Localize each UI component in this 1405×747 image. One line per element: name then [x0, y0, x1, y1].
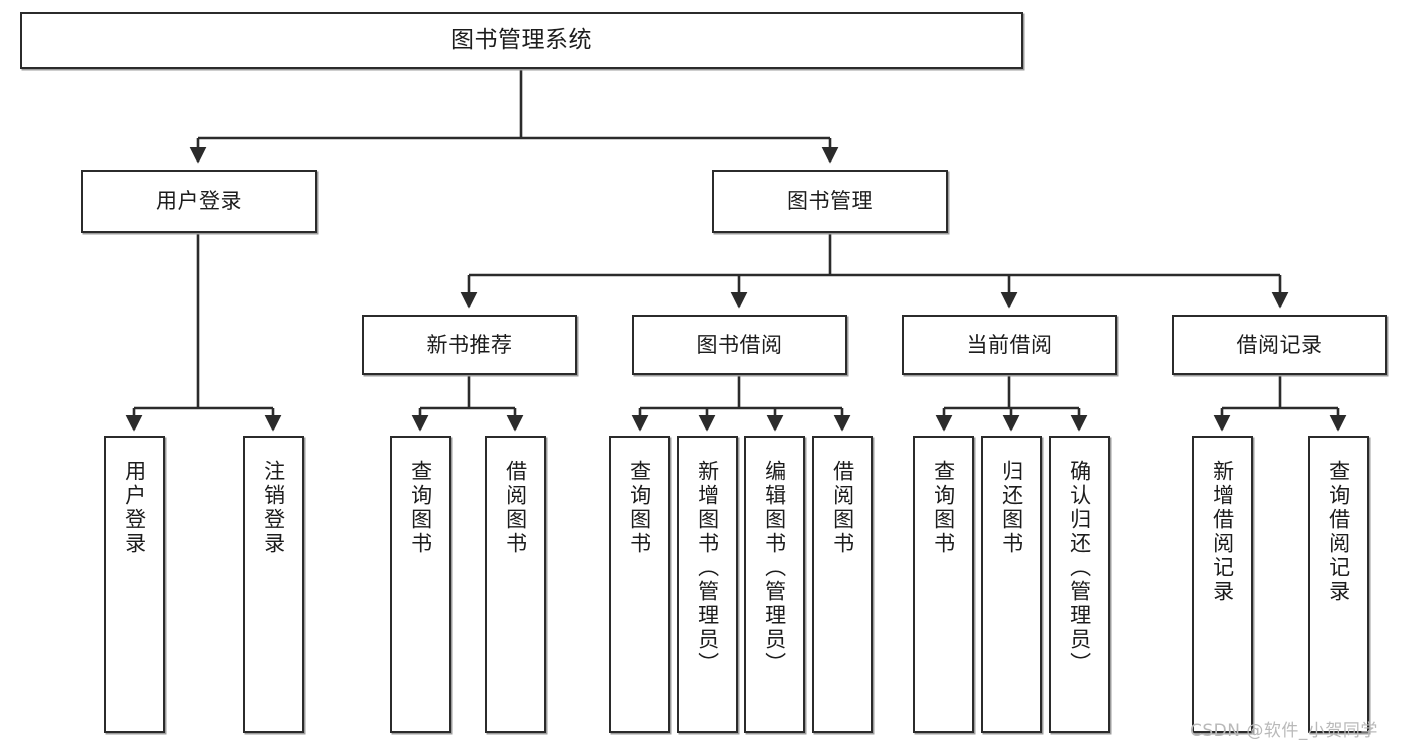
leaf-query-book-recommend[interactable]: 查询图书: [390, 436, 451, 733]
node-root-book-management-system[interactable]: 图书管理系统: [20, 12, 1023, 69]
node-label: 借阅图书: [830, 460, 855, 556]
leaf-query-borrow-record[interactable]: 查询借阅记录: [1308, 436, 1369, 733]
node-label: 图书借阅: [696, 332, 783, 357]
node-label: 编辑图书（管理员）: [762, 460, 787, 676]
node-user-login[interactable]: 用户登录: [81, 170, 317, 233]
leaf-return-book[interactable]: 归还图书: [981, 436, 1042, 733]
node-current-borrow[interactable]: 当前借阅: [902, 315, 1117, 375]
leaf-edit-book-admin[interactable]: 编辑图书（管理员）: [744, 436, 805, 733]
leaf-query-book-current[interactable]: 查询图书: [913, 436, 974, 733]
node-label: 用户登录: [156, 189, 242, 214]
node-label: 查询图书: [931, 460, 956, 556]
node-book-borrow[interactable]: 图书借阅: [632, 315, 847, 375]
node-book-management[interactable]: 图书管理: [712, 170, 948, 233]
node-label: 图书管理: [787, 189, 873, 214]
node-label: 注销登录: [261, 460, 286, 556]
node-borrow-record[interactable]: 借阅记录: [1172, 315, 1387, 375]
node-label: 归还图书: [999, 460, 1024, 556]
node-label: 借阅图书: [503, 460, 528, 556]
leaf-borrow-book-recommend[interactable]: 借阅图书: [485, 436, 546, 733]
leaf-query-book-borrow[interactable]: 查询图书: [609, 436, 670, 733]
node-label: 借阅记录: [1236, 332, 1323, 357]
leaf-add-borrow-record[interactable]: 新增借阅记录: [1192, 436, 1253, 733]
node-label: 查询借阅记录: [1326, 460, 1351, 604]
leaf-logout[interactable]: 注销登录: [243, 436, 304, 733]
node-label: 查询图书: [627, 460, 652, 556]
node-label: 新增图书（管理员）: [695, 460, 720, 676]
node-label: 用户登录: [122, 460, 147, 556]
leaf-user-login[interactable]: 用户登录: [104, 436, 165, 733]
leaf-confirm-return-admin[interactable]: 确认归还（管理员）: [1049, 436, 1110, 733]
node-new-book-recommend[interactable]: 新书推荐: [362, 315, 577, 375]
node-label: 确认归还（管理员）: [1067, 460, 1092, 676]
leaf-borrow-book[interactable]: 借阅图书: [812, 436, 873, 733]
node-label: 新书推荐: [426, 332, 513, 357]
node-label: 图书管理系统: [451, 27, 592, 54]
node-label: 查询图书: [408, 460, 433, 556]
node-label: 新增借阅记录: [1210, 460, 1235, 604]
node-label: 当前借阅: [966, 332, 1053, 357]
leaf-add-book-admin[interactable]: 新增图书（管理员）: [677, 436, 738, 733]
